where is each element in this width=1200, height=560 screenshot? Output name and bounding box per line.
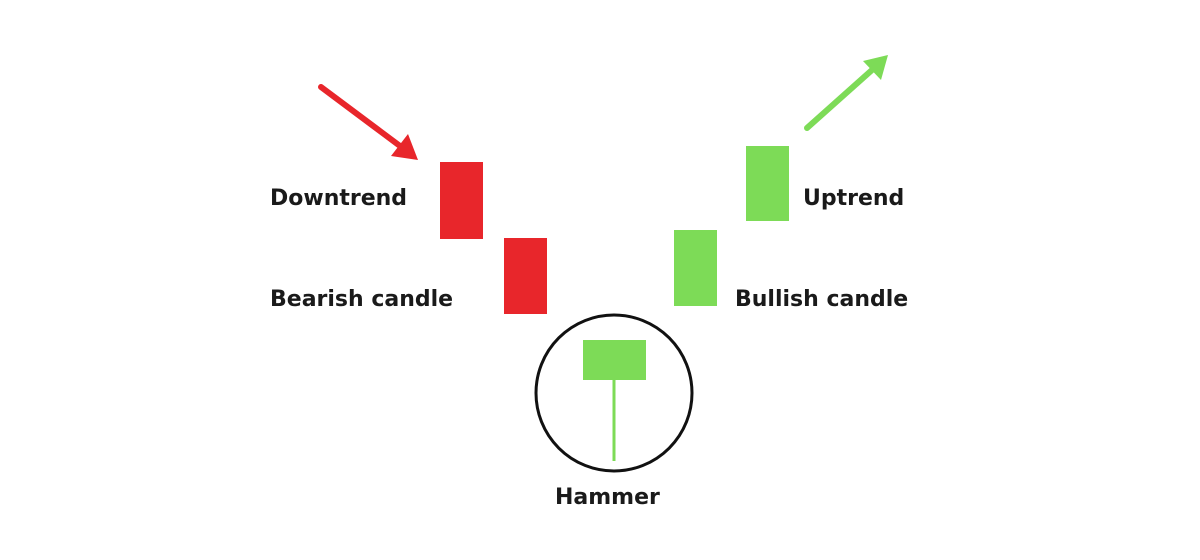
- bearish-candle-1: [440, 162, 483, 239]
- hammer-candle: [583, 340, 646, 461]
- bullish-candle-2: [746, 146, 789, 221]
- bearish-candle-label: Bearish candle: [270, 287, 453, 312]
- bearish-candle-2: [504, 238, 547, 314]
- bullish-candle-label: Bullish candle: [735, 287, 908, 312]
- arrow-down-right-icon: [318, 84, 418, 160]
- uptrend-label: Uptrend: [803, 186, 904, 211]
- arrow-up-right-icon: [804, 55, 888, 131]
- hammer-label: Hammer: [555, 485, 660, 510]
- bullish-candle-1: [674, 230, 717, 306]
- downtrend-label: Downtrend: [270, 186, 407, 211]
- hammer-candle-body: [583, 340, 646, 380]
- hammer-highlight-circle: [534, 313, 694, 473]
